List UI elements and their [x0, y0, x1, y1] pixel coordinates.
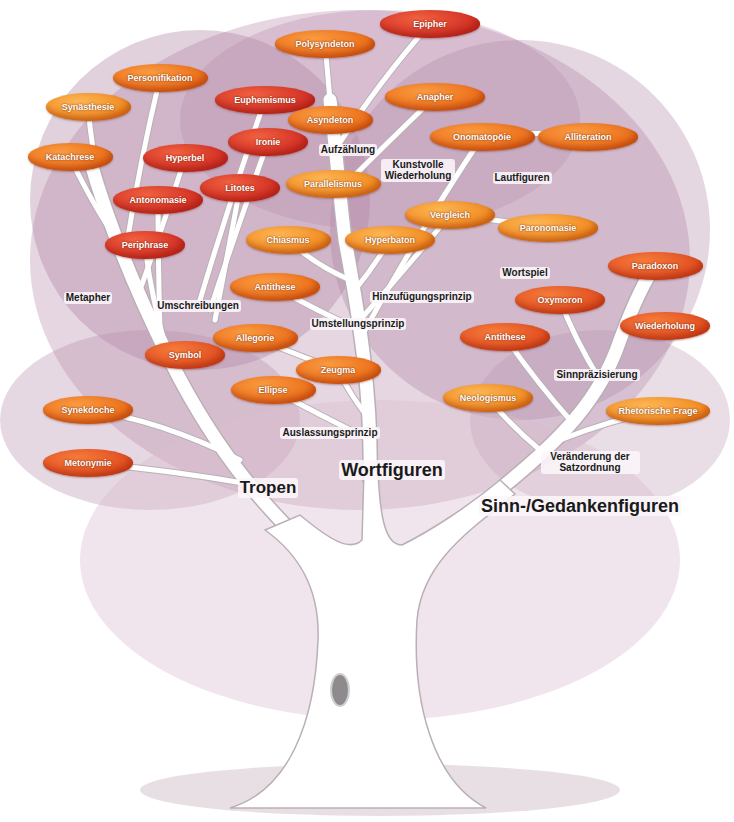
term-blob: Ellipse	[231, 376, 316, 404]
term-blob: Symbol	[145, 341, 225, 369]
branch-label: Aufzählung	[319, 144, 377, 156]
term-text: Oxymoron	[537, 295, 582, 305]
term-text: Antonomasie	[129, 195, 186, 205]
term-text: Ellipse	[258, 385, 287, 395]
term-text: Wiederholung	[635, 321, 695, 331]
term-text: Anapher	[417, 92, 454, 102]
category-label: Sinn-/Gedankenfiguren	[479, 496, 681, 517]
term-text: Hyperbaton	[365, 235, 415, 245]
term-blob: Anapher	[385, 83, 485, 111]
canopy-background	[0, 10, 730, 816]
term-text: Personifikation	[127, 73, 192, 83]
branch-label: Veränderung der Satzordnung	[541, 451, 640, 474]
term-text: Polysyndeton	[295, 39, 354, 49]
term-blob: Paronomasie	[498, 214, 598, 242]
term-blob: Wiederholung	[620, 312, 710, 340]
term-blob: Antithese	[230, 273, 320, 301]
term-text: Paronomasie	[520, 223, 577, 233]
term-text: Ironie	[256, 137, 281, 147]
term-text: Hyperbel	[166, 153, 205, 163]
term-blob: Hyperbel	[143, 144, 228, 172]
term-text: Metonymie	[64, 458, 111, 468]
term-text: Chiasmus	[266, 235, 309, 245]
term-blob: Personifikation	[113, 64, 208, 92]
term-blob: Parallelismus	[286, 170, 381, 198]
term-text: Paradoxon	[632, 261, 679, 271]
branches	[70, 24, 665, 530]
term-text: Asyndeton	[307, 115, 354, 125]
term-text: Synästhesie	[62, 102, 115, 112]
term-blob: Metonymie	[43, 449, 133, 477]
term-blob: Katachrese	[28, 143, 113, 171]
term-blob: Synästhesie	[46, 93, 131, 121]
term-text: Onomatopöie	[453, 132, 511, 142]
term-text: Litotes	[225, 183, 255, 193]
term-text: Antithese	[254, 282, 295, 292]
term-text: Alliteration	[564, 132, 611, 142]
branch-label: Metapher	[64, 292, 112, 304]
tree-trunk	[230, 470, 515, 808]
term-text: Allegorie	[236, 333, 275, 343]
term-blob: Antonomasie	[113, 186, 203, 214]
branch-label: Hinzufügungsprinzip	[370, 291, 473, 303]
branch-label: Kunstvolle Wiederholung	[381, 159, 455, 182]
term-blob: Litotes	[200, 174, 280, 202]
term-blob: Rhetorische Frage	[606, 397, 710, 425]
term-blob: Onomatopöie	[430, 123, 535, 151]
term-blob: Polysyndeton	[275, 30, 375, 58]
term-blob: Paradoxon	[608, 252, 703, 280]
term-text: Zeugma	[321, 365, 356, 375]
term-blob: Epipher	[380, 10, 480, 38]
category-label: Tropen	[238, 478, 299, 498]
branch-label: Sinnpräzisierung	[554, 369, 639, 381]
term-text: Neologismus	[460, 393, 517, 403]
term-blob: Antithese	[460, 323, 550, 351]
branch-label: Lautfiguren	[493, 172, 552, 184]
term-blob: Vergleich	[405, 201, 495, 229]
term-text: Symbol	[169, 350, 202, 360]
category-label: Wortfiguren	[339, 460, 445, 481]
term-blob: Asyndeton	[288, 106, 373, 134]
term-text: Euphemismus	[234, 95, 296, 105]
term-blob: Hyperbaton	[345, 226, 435, 254]
term-text: Periphrase	[122, 240, 169, 250]
term-text: Rhetorische Frage	[618, 406, 697, 416]
term-blob: Synekdoche	[43, 396, 133, 424]
term-blob: Oxymoron	[515, 286, 605, 314]
branch-label: Auslassungsprinzip	[280, 427, 379, 439]
branch-label: Umstellungsprinzip	[310, 318, 407, 330]
tree-knothole	[331, 674, 349, 706]
term-text: Vergleich	[430, 210, 470, 220]
term-blob: Allegorie	[213, 324, 298, 352]
term-blob: Periphrase	[105, 231, 185, 259]
term-blob: Neologismus	[443, 384, 533, 412]
term-blob: Ironie	[228, 128, 308, 156]
term-blob: Alliteration	[538, 123, 638, 151]
branch-label: Wortspiel	[500, 267, 549, 279]
term-blob: Zeugma	[296, 356, 381, 384]
term-text: Antithese	[484, 332, 525, 342]
term-text: Katachrese	[46, 152, 95, 162]
term-text: Synekdoche	[61, 405, 114, 415]
term-text: Parallelismus	[304, 179, 362, 189]
branch-label: Umschreibungen	[155, 300, 241, 312]
term-text: Epipher	[413, 19, 447, 29]
term-blob: Chiasmus	[246, 226, 331, 254]
